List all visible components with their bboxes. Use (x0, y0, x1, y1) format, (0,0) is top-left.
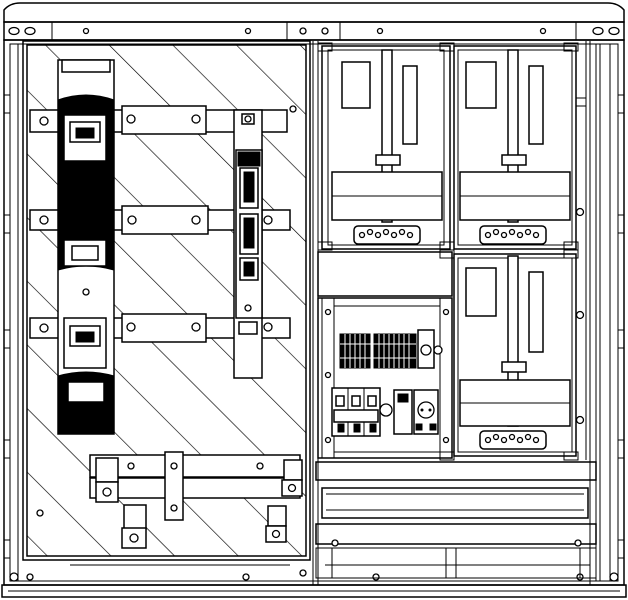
bottom-cable-rails (315, 461, 597, 579)
breaker-row (331, 387, 439, 437)
small-fuse-holder (233, 109, 263, 379)
meter-unit-3 (439, 249, 579, 461)
meter-3-terminal-holes (484, 433, 540, 444)
top-cap-holes (8, 22, 620, 40)
meter-unit-2 (453, 42, 579, 251)
terminal-block-row-1 (339, 329, 443, 369)
fuse-switch-disconnector (57, 59, 115, 435)
control-terminal-panel (317, 297, 453, 459)
meter-1-terminal-holes (358, 228, 414, 239)
neutral-earth-busbar (36, 451, 303, 549)
blank-panel (317, 251, 453, 297)
meter-unit-1 (317, 42, 455, 251)
right-side-rail (595, 44, 625, 581)
left-side-rail (3, 44, 19, 581)
right-frame (317, 41, 591, 585)
meter-2-terminal-holes (484, 228, 540, 239)
